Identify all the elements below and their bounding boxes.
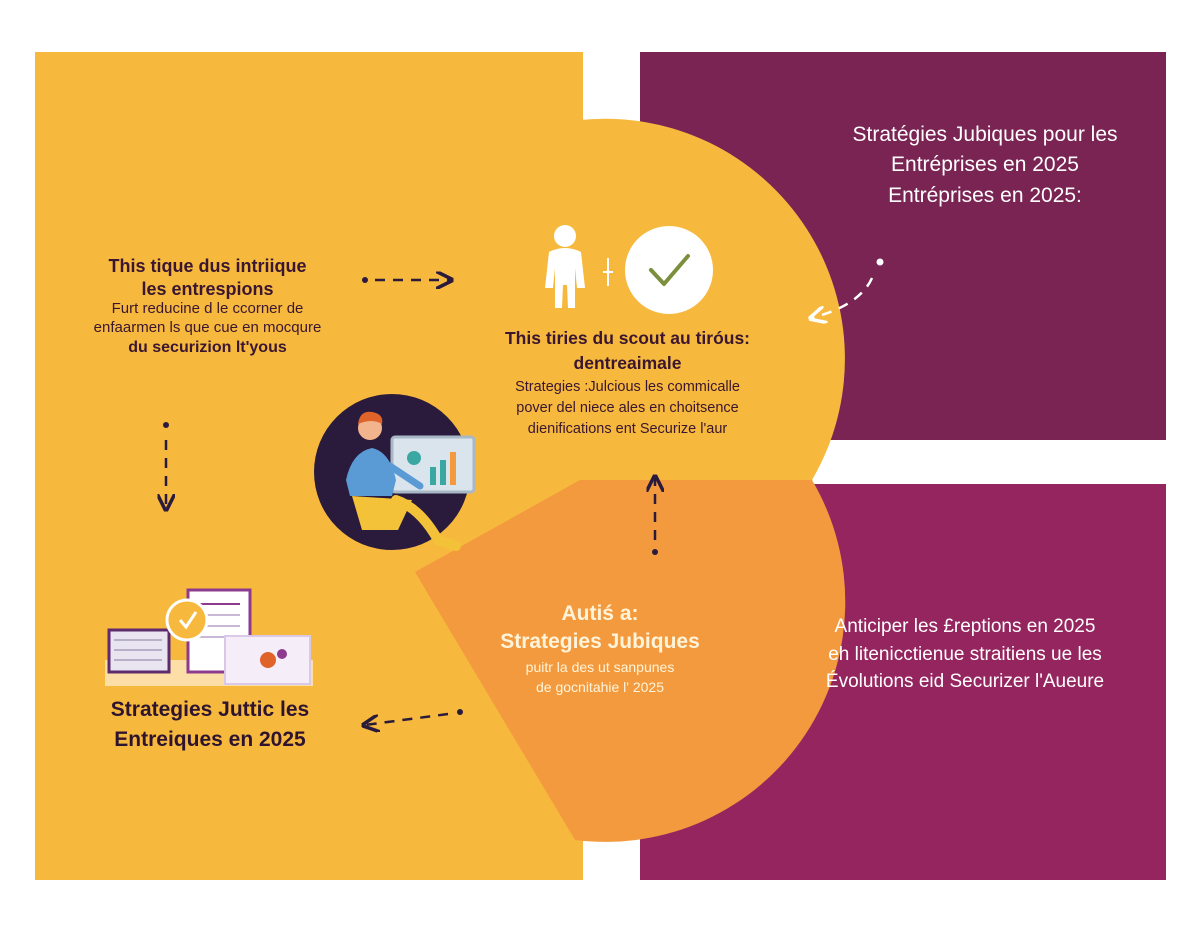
left-bottom-title: Strategies Juttic les Entreiques en 2025 <box>60 695 360 756</box>
left-intro-block: This tique dus intriique les entrespions… <box>60 255 355 358</box>
left-bottom-line-2: Entreiques en 2025 <box>114 728 306 752</box>
arrow-to-left-bottom <box>365 709 463 725</box>
left-intro-footer: du securizion lt'yous <box>128 338 287 356</box>
orange-block: Autiś a: Strategies Jubiques puitr la de… <box>460 600 740 697</box>
middle-block: This tiries du scout au tiróus: dentreai… <box>470 326 785 440</box>
middle-body-1: Strategies :Julcious les commicalle <box>515 378 740 395</box>
top-right-line-2: Entréprises en 2025 <box>891 153 1079 177</box>
middle-heading-2: dentreaimale <box>573 353 682 374</box>
middle-body-2: pover del niece ales en choitsence <box>516 399 739 416</box>
top-right-line-1: Stratégies Jubiques pour les <box>852 123 1118 146</box>
presenter-icon <box>314 394 476 551</box>
top-right-title: Stratégies Jubiques pour les Entréprises… <box>800 120 1170 211</box>
left-panel <box>35 52 583 880</box>
person-icon <box>545 225 585 308</box>
orange-heading-2: Strategies Jubiques <box>500 630 700 654</box>
bottom-right-line-2: eh litenicctienue straitiens ue les <box>828 643 1102 665</box>
orange-heading-1: Autiś a: <box>561 602 639 625</box>
bottom-right-block: Anticiper les £reptions en 2025 eh liten… <box>790 613 1140 696</box>
middle-heading-1: This tiries du scout au tiróus: <box>504 328 751 348</box>
semicircle-lower <box>415 480 846 842</box>
arrow-down <box>163 422 169 508</box>
orange-body-2: de gocnitahie l' 2025 <box>536 678 664 695</box>
arrow-up <box>652 478 658 555</box>
arrow-left-to-middle <box>362 277 450 283</box>
arrow-from-plum <box>812 258 884 319</box>
left-intro-body-1: Furt reducine d le ccorner de <box>111 300 304 317</box>
checkmark-icon <box>625 226 713 314</box>
middle-body-3: dienifications ent Securize l'aur <box>527 420 728 437</box>
bottom-right-line-1: Anticiper les £reptions en 2025 <box>834 616 1096 637</box>
top-right-line-3: Entréprises en 2025: <box>888 183 1082 207</box>
left-intro-heading-1: This tique dus intriique <box>108 256 307 276</box>
bottom-right-line-3: Évolutions eid Securizer l'Aueure <box>825 671 1105 693</box>
documents-icon <box>105 588 313 686</box>
left-intro-body-2: enfaarmen ls que cue en mocqure <box>93 318 322 336</box>
orange-body-1: puitr la des ut sanpunes <box>525 658 675 675</box>
semicircle-upper <box>580 118 845 480</box>
left-intro-heading-2: les entrespions <box>141 278 274 299</box>
left-bottom-line-1: Strategies Juttic les <box>110 698 310 721</box>
